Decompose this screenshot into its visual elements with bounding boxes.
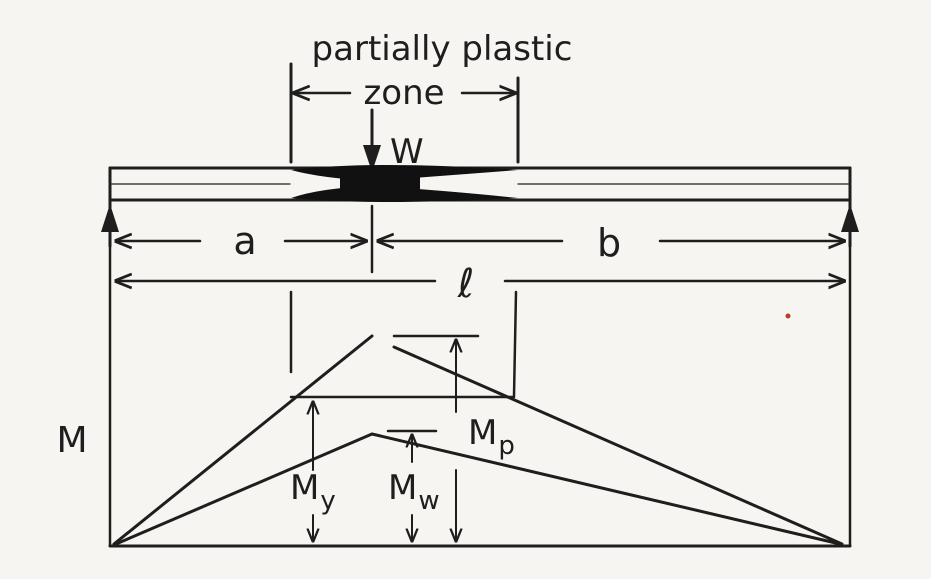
moment-axis-label: M: [56, 420, 87, 461]
red-mark: [785, 313, 791, 319]
load-arrow: [363, 108, 381, 172]
yield-moment-label: My: [290, 468, 336, 516]
span-l-label: ℓ: [457, 261, 475, 307]
applied-moment-curve: [114, 432, 842, 546]
moment-diagram-frame: [108, 244, 852, 548]
right-support: [841, 198, 859, 248]
span-a-dimension: [116, 204, 374, 274]
plastic-moment-curve: [112, 334, 844, 546]
zone-dimension: [289, 62, 520, 164]
span-a-label: a: [233, 219, 256, 263]
plastic-zone-core: [340, 167, 420, 201]
zone-title-line1: partially plastic: [312, 29, 573, 69]
left-support: [101, 198, 119, 248]
zone-title-line2: zone: [363, 73, 444, 113]
span-b-label: b: [597, 221, 621, 265]
applied-moment-label: Mw: [388, 468, 440, 516]
plastic-moment-label: Mp: [468, 413, 515, 461]
